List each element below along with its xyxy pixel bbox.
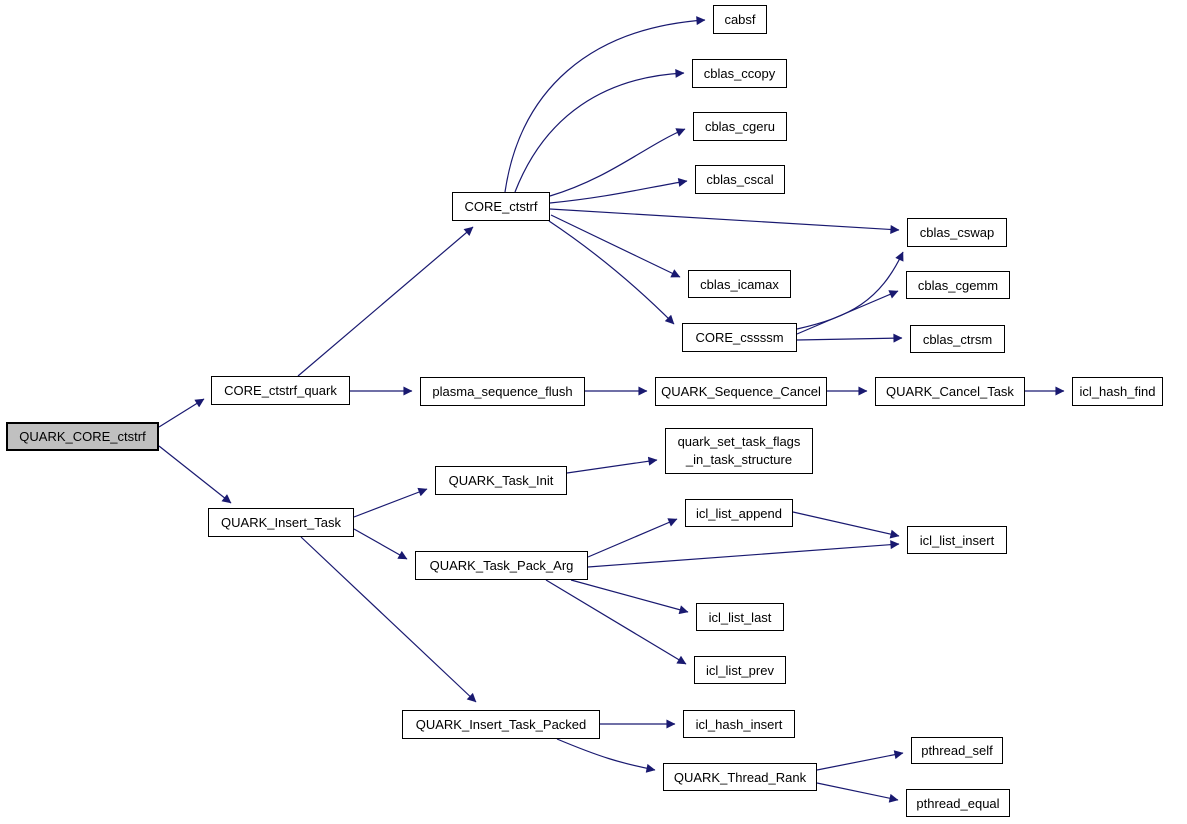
node-CORE_ctstrf[interactable]: CORE_ctstrf (452, 192, 550, 221)
edge-CORE_ctstrf-to-cblas_cscal (549, 177, 688, 204)
edge-QUARK_Thread_Rank-to-pthread_self (816, 750, 904, 771)
edge-QUARK_Insert_Task-to-QUARK_Task_Pack_Arg (353, 528, 408, 560)
edge-QUARK_Thread_Rank-to-pthread_equal (816, 782, 899, 803)
edge-QUARK_CORE_ctstrf-to-QUARK_Insert_Task (158, 445, 232, 504)
edge-QUARK_Task_Pack_Arg-to-icl_list_prev (545, 579, 687, 665)
edge-CORE_ctstrf_quark-to-CORE_ctstrf (297, 226, 474, 377)
node-QUARK_CORE_ctstrf[interactable]: QUARK_CORE_ctstrf (6, 422, 159, 451)
node-pthread_equal[interactable]: pthread_equal (906, 789, 1010, 817)
node-QUARK_Thread_Rank[interactable]: QUARK_Thread_Rank (663, 763, 817, 791)
edge-CORE_ctstrf-to-cblas_cswap (549, 208, 900, 234)
edge-CORE_cssssm-to-cblas_cgemm (796, 290, 899, 335)
node-icl_hash_insert[interactable]: icl_hash_insert (683, 710, 795, 738)
node-QUARK_Insert_Task_Packed[interactable]: QUARK_Insert_Task_Packed (402, 710, 600, 739)
node-cblas_cgemm[interactable]: cblas_cgemm (906, 271, 1010, 299)
node-cblas_icamax[interactable]: cblas_icamax (688, 270, 791, 298)
node-QUARK_Insert_Task[interactable]: QUARK_Insert_Task (208, 508, 354, 537)
node-cblas_cgeru[interactable]: cblas_cgeru (693, 112, 787, 141)
node-cblas_ccopy[interactable]: cblas_ccopy (692, 59, 787, 88)
node-icl_list_last[interactable]: icl_list_last (696, 603, 784, 631)
node-pthread_self[interactable]: pthread_self (911, 737, 1003, 764)
node-CORE_cssssm[interactable]: CORE_cssssm (682, 323, 797, 352)
node-QUARK_Task_Init[interactable]: QUARK_Task_Init (435, 466, 567, 495)
node-quark_set_task_flags_in_task_structure[interactable]: quark_set_task_flags _in_task_structure (665, 428, 813, 474)
edge-CORE_ctstrf-to-CORE_cssssm (548, 220, 675, 325)
edge-CORE_cssssm-to-cblas_ctrsm (796, 333, 903, 343)
node-icl_hash_find[interactable]: icl_hash_find (1072, 377, 1163, 406)
edge-QUARK_Insert_Task-to-QUARK_Insert_Task_Packed (300, 536, 477, 703)
edge-QUARK_Task_Pack_Arg-to-icl_list_append (587, 518, 678, 558)
node-label-line1: quark_set_task_flags (677, 434, 801, 450)
edge-CORE_ctstrf-to-cblas_icamax (550, 214, 681, 278)
node-cblas_ctrsm[interactable]: cblas_ctrsm (910, 325, 1005, 353)
node-icl_list_append[interactable]: icl_list_append (685, 499, 793, 527)
node-icl_list_insert[interactable]: icl_list_insert (907, 526, 1007, 554)
edge-QUARK_Task_Init-to-quark_set_task_flags (566, 456, 658, 474)
node-icl_list_prev[interactable]: icl_list_prev (694, 656, 786, 684)
node-CORE_ctstrf_quark[interactable]: CORE_ctstrf_quark (211, 376, 350, 405)
node-QUARK_Task_Pack_Arg[interactable]: QUARK_Task_Pack_Arg (415, 551, 588, 580)
edge-QUARK_Task_Pack_Arg-to-icl_list_last (570, 579, 689, 615)
edge-QUARK_CORE_ctstrf-to-CORE_ctstrf_quark (158, 398, 205, 428)
node-label-line2: _in_task_structure (685, 452, 793, 467)
node-QUARK_Sequence_Cancel[interactable]: QUARK_Sequence_Cancel (655, 377, 827, 406)
edge-QUARK_Insert_Task-to-QUARK_Task_Init (353, 487, 428, 518)
node-cblas_cswap[interactable]: cblas_cswap (907, 218, 1007, 247)
node-cblas_cscal[interactable]: cblas_cscal (695, 165, 785, 194)
node-QUARK_Cancel_Task[interactable]: QUARK_Cancel_Task (875, 377, 1025, 406)
node-plasma_sequence_flush[interactable]: plasma_sequence_flush (420, 377, 585, 406)
edge-CORE_ctstrf-to-cabsf (504, 16, 706, 193)
edge-icl_list_append-to-icl_list_insert (792, 511, 900, 539)
edge-QUARK_Task_Pack_Arg-to-icl_list_insert (587, 540, 900, 568)
edge-CORE_ctstrf-to-cblas_cgeru (549, 128, 686, 197)
edge-CORE_cssssm-to-cblas_cswap (796, 251, 904, 330)
edge-CORE_ctstrf-to-cblas_ccopy (514, 68, 685, 193)
node-cabsf[interactable]: cabsf (713, 5, 767, 34)
edge-QUARK_Insert_Task_Packed-to-QUARK_Thread_Rank (556, 738, 656, 773)
